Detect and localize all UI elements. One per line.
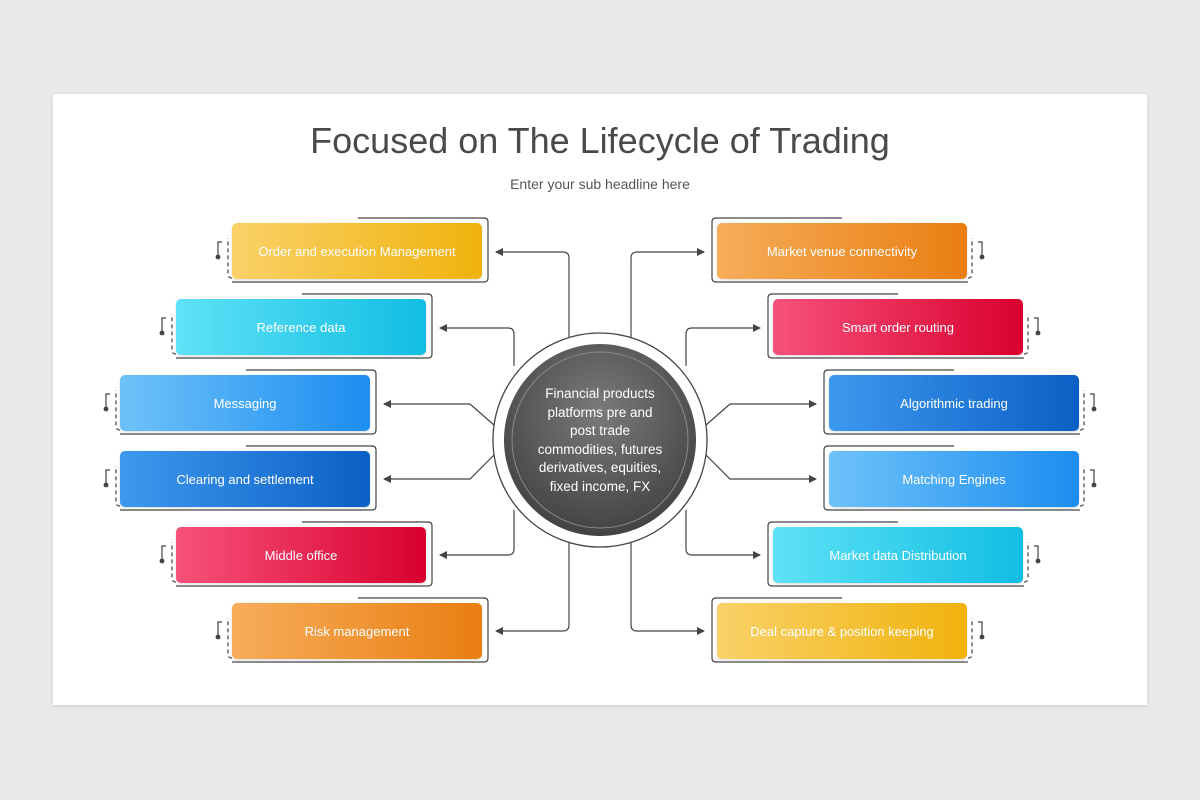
box-order-execution-management: Order and execution Management [232,223,482,279]
box-messaging: Messaging [120,375,370,431]
frame-right-4 [823,445,1080,511]
hub-text-line: fixed income, FX [549,478,651,494]
frame-right-5 [767,521,1024,587]
box-smart-order-routing: Smart order routing [773,299,1023,355]
connector-left-1 [495,248,570,343]
connector-left-2 [439,324,515,366]
connector-right-3 [705,400,817,426]
connector-left-5 [439,510,515,559]
box-middle-office: Middle office [176,527,426,583]
hub-circle [504,344,696,536]
frame-right-6 [711,597,968,663]
frame-left-1 [232,217,489,283]
page-title: Focused on The Lifecycle of Trading [310,120,890,161]
frame-right-1 [711,217,968,283]
connector-right-6 [630,535,705,635]
hub-text: Financial products platforms pre and pos… [525,385,675,496]
connector-left-3 [383,400,495,426]
connector-left-6 [495,535,570,635]
frame-left-5 [176,521,433,587]
connector-right-4 [705,454,817,483]
frame-left-4 [120,445,377,511]
box-deal-capture-position-keeping: Deal capture & position keeping [717,603,967,659]
box-risk-management: Risk management [232,603,482,659]
frame-right-2 [767,293,1024,359]
box-algorithmic-trading: Algorithmic trading [829,375,1079,431]
frame-left-3 [120,369,377,435]
connector-right-1 [630,248,705,343]
connector-left-4 [383,454,495,483]
box-clearing-settlement: Clearing and settlement [120,451,370,507]
frame-left-6 [232,597,489,663]
box-market-data-distribution: Market data Distribution [773,527,1023,583]
hub-text-line: platforms pre and [547,404,653,420]
box-market-venue-connectivity: Market venue connectivity [717,223,967,279]
connector-right-2 [685,324,761,366]
box-reference-data: Reference data [176,299,426,355]
frame-right-3 [823,369,1080,435]
hub-text-line: Financial products [545,386,655,401]
frame-left-2 [176,293,433,359]
page-subtitle: Enter your sub headline here [510,176,690,192]
hub-text-line: commodities, futures [537,441,663,457]
connector-right-5 [685,510,761,559]
hub-text-line: derivatives, equities, [538,460,662,475]
box-matching-engines: Matching Engines [829,451,1079,507]
hub-text-line: post trade [569,423,631,438]
